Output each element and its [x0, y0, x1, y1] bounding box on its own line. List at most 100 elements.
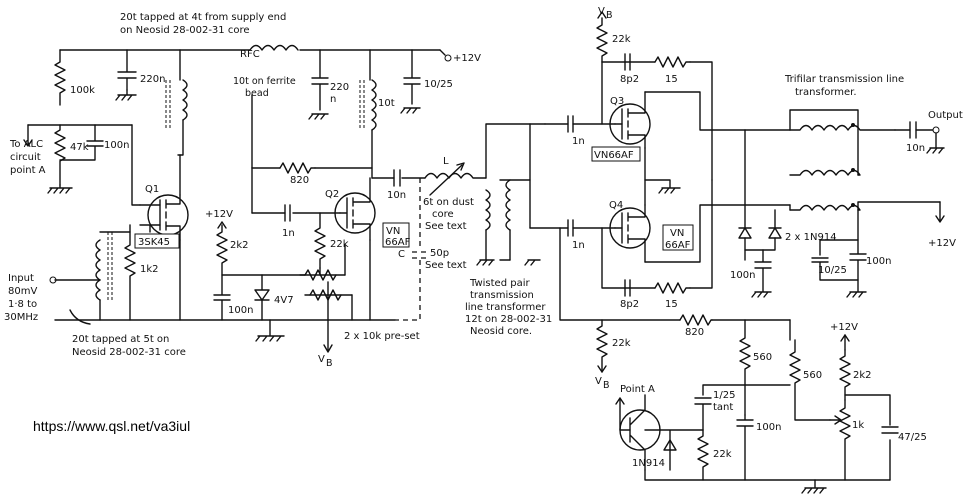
label-c10n-out: 10n	[906, 143, 925, 154]
label-tp4: 12t on 28-002-31	[465, 314, 552, 325]
label-q4-type2: 66AF	[665, 240, 691, 251]
label-r22k-top: 22k	[612, 34, 631, 45]
diode-b	[768, 227, 782, 239]
capacitor-100n-c	[751, 249, 772, 298]
label-l2-note1: 20t tapped at 5t on	[72, 334, 169, 345]
resistor-100k	[54, 49, 66, 106]
label-preset: 2 x 10k pre-set	[344, 331, 420, 342]
capacitor-1n-c	[567, 219, 574, 237]
label-input4: 30MHz	[4, 312, 38, 323]
label-vb-a-sub: B	[326, 358, 333, 369]
label-c100n-e: 100n	[756, 422, 781, 433]
label-r2k2-b: 2k2	[853, 370, 872, 381]
label-l2-note2: Neosid 28-002-31 core	[72, 347, 186, 358]
capacitor-8p2-b	[624, 279, 631, 297]
label-diodes: 2 x 1N914	[785, 232, 837, 243]
label-c8p2-b: 8p2	[620, 299, 639, 310]
rfc-coil	[249, 44, 299, 51]
label-z4v7: 4V7	[274, 295, 294, 306]
label-c1n-c: 1n	[572, 240, 585, 251]
label-tp2: transmission	[470, 290, 534, 301]
label-r560-b: 560	[803, 370, 822, 381]
capacitor-220n	[115, 49, 137, 101]
capacitor-10n-a	[393, 169, 401, 187]
source-watermark: https://www.qsl.net/va3iul	[33, 418, 191, 434]
label-c50p2: 50p	[430, 248, 449, 259]
capacitor-100n-b	[213, 274, 231, 321]
resistor-47k	[54, 124, 66, 186]
resistor-22k-bot	[596, 319, 608, 373]
label-rfc-note1: 10t on ferrite	[233, 76, 296, 87]
capacitor-100n-a	[59, 124, 104, 161]
label-alc2: circuit	[10, 152, 41, 163]
label-l1-note2: on Neosid 28-002-31 core	[120, 25, 250, 36]
label-c1025-b: 10/25	[818, 265, 847, 276]
trifilar-transformer	[789, 124, 896, 131]
resistor-820-a	[279, 162, 316, 174]
label-c4725: 47/25	[898, 432, 927, 443]
label-q1: Q1	[145, 184, 159, 195]
drain-coil-10t	[371, 79, 377, 131]
potentiometer-1k	[839, 399, 851, 481]
label-q2-type1: VN	[386, 226, 400, 237]
label-r15-b: 15	[665, 299, 678, 310]
label-r15-a: 15	[665, 74, 678, 85]
label-r820-b: 820	[685, 327, 704, 338]
label-q1-type: 3SK45	[138, 237, 170, 248]
diode-a	[738, 227, 752, 239]
zener-4v7	[254, 274, 270, 321]
label-vb-top-sub: B	[606, 10, 613, 21]
label-point-a: Point A	[620, 384, 655, 395]
label-l1-note: 20t tapped at 4t from supply end	[120, 12, 286, 23]
label-r820-a: 820	[290, 175, 309, 186]
label-input2: 80mV	[8, 286, 37, 297]
label-c8p2-a: 8p2	[620, 74, 639, 85]
label-c100n-a: 100n	[104, 140, 129, 151]
capacitor-8p2-a	[624, 53, 631, 71]
capacitor-100n-e	[736, 414, 754, 481]
label-plus12-a: +12V	[205, 209, 233, 220]
label-plus12-c: +12V	[830, 322, 858, 333]
label-c220n-b2: n	[330, 94, 336, 105]
label-rfc-note2: bead	[245, 88, 269, 99]
label-plus12-b: +12V	[928, 238, 956, 249]
q4-transistor	[609, 207, 651, 249]
resistor-560-a	[739, 319, 751, 386]
label-q2-type2: 66AF	[385, 237, 411, 248]
label-trif2: transformer.	[795, 87, 857, 98]
capacitor-100n-d	[846, 209, 867, 298]
label-c100n-c: 100n	[730, 270, 755, 281]
capacitor-10-25-b	[811, 239, 859, 281]
label-tp1: Twisted pair	[469, 278, 530, 289]
label-l-note1: 6t on dust	[423, 197, 474, 208]
label-r100k: 100k	[70, 85, 95, 96]
dust-core-coil	[424, 172, 487, 179]
q1-transistor	[147, 194, 189, 236]
label-c10n-a: 10n	[387, 190, 406, 201]
label-q4-type1: VN	[670, 228, 684, 239]
label-c50p3: See text	[425, 260, 467, 271]
diode-1n914	[663, 439, 677, 451]
label-input1: Input	[8, 273, 34, 284]
resistor-22k-top	[596, 17, 608, 63]
label-vb-bot: V	[595, 376, 602, 387]
label-input3: 1·8 to	[8, 299, 37, 310]
label-q3-type: VN66AF	[594, 150, 634, 161]
twisted-pair-transformer	[485, 189, 491, 231]
preset-2	[309, 289, 342, 301]
label-rfc: RFC	[240, 49, 260, 60]
label-alc3: point A	[10, 165, 46, 176]
resistor-2k2-b	[839, 349, 851, 401]
label-c50p1: C	[398, 249, 405, 260]
label-tp3: line transformer	[465, 302, 546, 313]
resistor-15-b	[654, 282, 691, 294]
label-trif1: Trifilar transmission line	[784, 74, 904, 85]
label-c1025-a: 10/25	[424, 79, 453, 90]
label-r1k: 1k	[852, 420, 864, 431]
label-c100n-d: 100n	[866, 256, 891, 267]
label-supply-12v: +12V	[453, 53, 481, 64]
label-r2k2-a: 2k2	[230, 240, 249, 251]
label-r22k-c: 22k	[713, 449, 732, 460]
capacitor-1-25	[694, 397, 712, 431]
